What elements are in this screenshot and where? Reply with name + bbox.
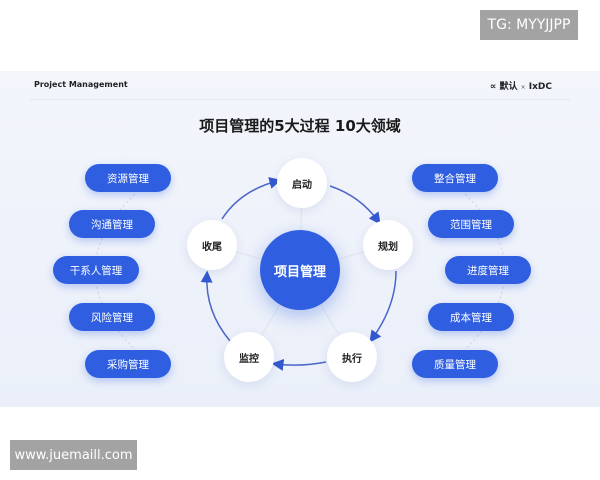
domain-pill: 干系人管理 bbox=[53, 256, 139, 284]
process-plan: 规划 bbox=[363, 220, 413, 270]
domain-pill: 沟通管理 bbox=[69, 210, 155, 238]
slide-header: Project Management bbox=[34, 80, 128, 89]
process-close: 收尾 bbox=[187, 220, 237, 270]
arrow bbox=[221, 177, 282, 220]
domain-pill: 进度管理 bbox=[445, 256, 531, 284]
arrow bbox=[271, 358, 327, 371]
slide-title: 项目管理的5大过程 10大领域 bbox=[199, 117, 401, 135]
domain-pill: 质量管理 bbox=[412, 350, 498, 378]
arrow bbox=[369, 270, 397, 343]
right-dashed-arc bbox=[449, 180, 506, 364]
domain-pill: 采购管理 bbox=[85, 350, 171, 378]
domain-pill: 资源管理 bbox=[85, 164, 171, 192]
process-execute: 执行 bbox=[327, 332, 377, 382]
process-monitor: 监控 bbox=[224, 332, 274, 382]
domain-pill: 成本管理 bbox=[428, 303, 514, 331]
logo: ∝ 默认 × IxDC bbox=[490, 79, 552, 92]
left-dashed-arc bbox=[94, 180, 151, 364]
logo-right: IxDC bbox=[528, 82, 552, 92]
divider bbox=[30, 99, 570, 100]
logo-left: ∝ 默认 bbox=[489, 82, 518, 92]
slide: Project Management ∝ 默认 × IxDC 项目管理的5大过程… bbox=[0, 71, 600, 407]
center-node: 项目管理 bbox=[260, 230, 340, 310]
domain-pill: 范围管理 bbox=[428, 210, 514, 238]
arrow bbox=[329, 185, 381, 225]
process-initiate: 启动 bbox=[277, 158, 327, 208]
watermark-top: TG: MYYJJPP bbox=[480, 10, 578, 40]
watermark-bottom: www.juemaill.com bbox=[10, 440, 137, 470]
domain-pill: 风险管理 bbox=[69, 303, 155, 331]
domain-pill: 整合管理 bbox=[412, 164, 498, 192]
logo-separator: × bbox=[520, 84, 526, 91]
arrow bbox=[200, 270, 231, 342]
